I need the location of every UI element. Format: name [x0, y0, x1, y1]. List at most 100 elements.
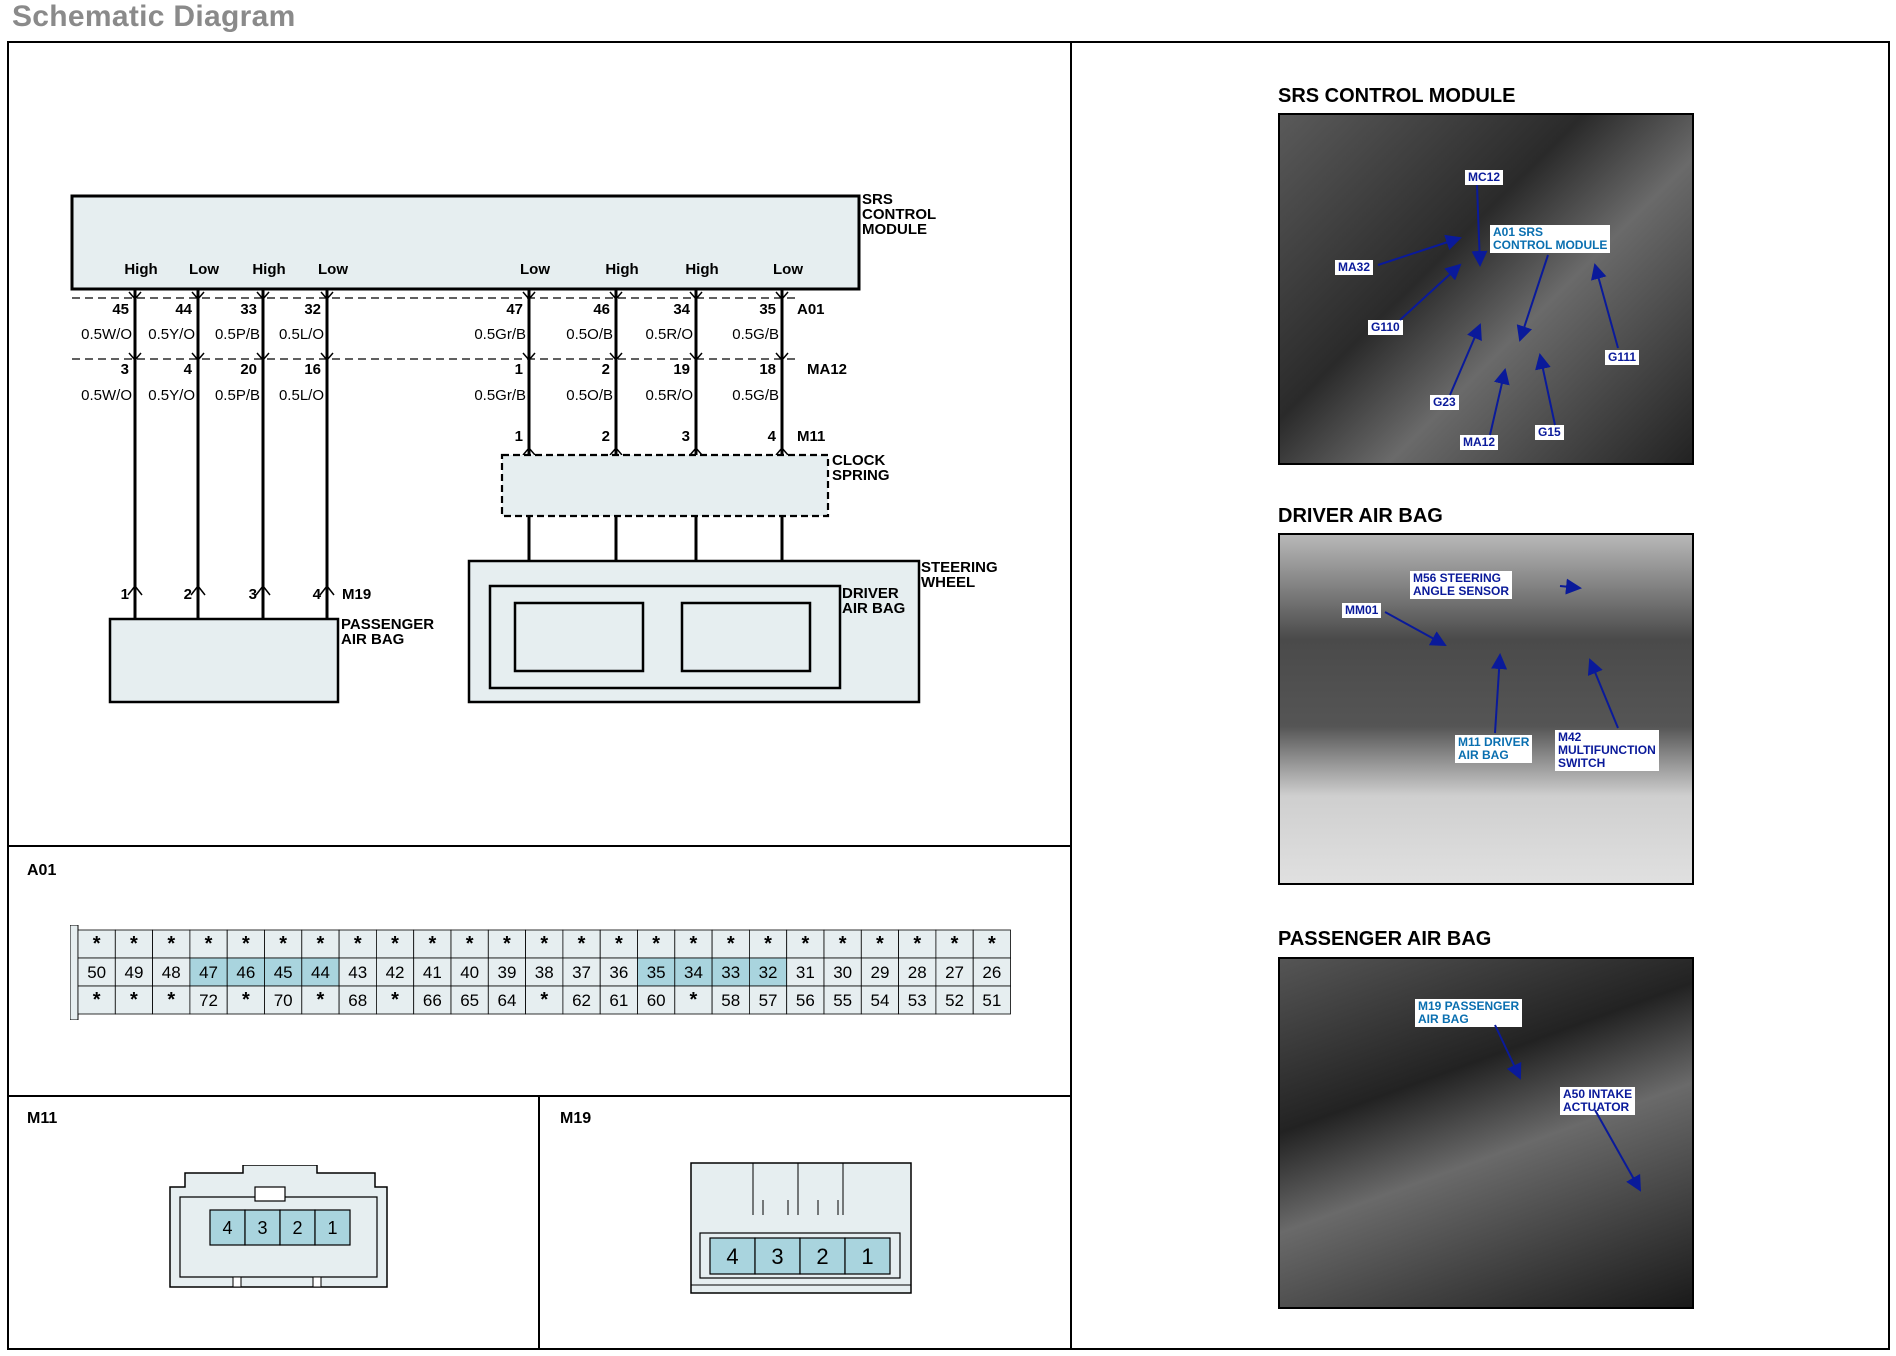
pin-chevron-3-1 — [320, 352, 334, 362]
a01-pin-label: * — [428, 933, 436, 955]
a01-pin-label: * — [540, 933, 548, 955]
a01-cell — [972, 929, 1011, 959]
page-title: Schematic Diagram — [12, 0, 296, 33]
a01-cell — [823, 985, 862, 1015]
a01-pin-label: 52 — [945, 991, 964, 1010]
a01-pin-label: 53 — [908, 991, 927, 1010]
a01-pin-label: 61 — [609, 991, 628, 1010]
m19-title: M19 — [560, 1110, 592, 1127]
pin-m11-4: 1 — [515, 428, 523, 445]
a01-cell — [114, 985, 153, 1015]
a01-pin-label: * — [242, 933, 250, 955]
m11-connector-label: M11 — [797, 428, 825, 445]
pin-a01-0: 45 — [112, 301, 129, 318]
a01-cell — [450, 929, 489, 959]
a01-pin-label: 38 — [535, 963, 554, 982]
srs-callout-g15: G15 — [1535, 425, 1564, 440]
a01-pin-label: * — [317, 989, 325, 1011]
a01-pin-label: 40 — [460, 963, 479, 982]
a01-pin-label: 31 — [796, 963, 815, 982]
a01-cell — [860, 929, 899, 959]
a01-pin-label: 48 — [162, 963, 181, 982]
a01-cell — [786, 957, 825, 987]
wire-spec2-7: 0.5G/B — [732, 387, 779, 404]
pin-ma12-5: 2 — [602, 361, 610, 378]
pin-ma12-0: 3 — [121, 361, 129, 378]
driver-squib-2 — [680, 601, 812, 673]
a01-pin-label: 30 — [833, 963, 852, 982]
a01-pin-label: 28 — [908, 963, 927, 982]
a01-pin-label: 55 — [833, 991, 852, 1010]
a01-pin-label: * — [391, 989, 399, 1011]
pin-level-0: High — [124, 261, 157, 278]
a01-pin-label: * — [93, 989, 101, 1011]
m11-pin — [314, 1209, 351, 1246]
passenger-callout-a50: A50 INTAKE ACTUATOR — [1560, 1087, 1636, 1115]
a01-cell — [338, 929, 377, 959]
a01-pin-label: 43 — [348, 963, 367, 982]
driver-photo: M56 STEERING ANGLE SENSOR MM01 M11 DRIVE… — [1278, 533, 1694, 885]
pin-chevron-5-1 — [609, 352, 623, 362]
m19-pin-label: 3 — [771, 1244, 783, 1269]
a01-pin-label: 32 — [759, 963, 778, 982]
m19-pin — [754, 1237, 801, 1275]
a01-cell — [860, 985, 899, 1015]
srs-callout-a01: A01 SRS CONTROL MODULE — [1490, 225, 1611, 253]
wire-spec2-3: 0.5L/O — [279, 387, 324, 404]
m11-chevron-7 — [775, 446, 789, 456]
a01-pin-label: * — [540, 989, 548, 1011]
a01-pin-label: 57 — [759, 991, 778, 1010]
driver-photo-title: DRIVER AIR BAG — [1278, 505, 1443, 527]
srs-callout-ma12: MA12 — [1460, 435, 1499, 450]
srs-callout-g23: G23 — [1430, 395, 1459, 410]
a01-cell — [599, 929, 638, 959]
pin-level-1: Low — [189, 261, 219, 278]
a01-cell — [226, 929, 265, 959]
a01-cell — [264, 929, 303, 959]
pin-a01-4: 47 — [506, 301, 523, 318]
srs-callout-g111: G111 — [1605, 350, 1640, 365]
pin-chevron-7-0 — [775, 291, 789, 301]
m19-chevron-3 — [319, 584, 335, 596]
srs-callout-ma32: MA32 — [1335, 260, 1374, 275]
a01-pin-label: 70 — [274, 991, 293, 1010]
pin-m19-1: 2 — [184, 586, 192, 603]
m11-pin-label: 1 — [327, 1218, 337, 1238]
pin-chevron-2-0 — [256, 291, 270, 301]
wire-spec-7: 0.5G/B — [732, 326, 779, 343]
a01-cell — [114, 929, 153, 959]
a01-cell — [935, 957, 974, 987]
pin-chevron-6-0 — [689, 291, 703, 301]
a01-cell — [189, 929, 228, 959]
a01-pin-label: * — [913, 933, 921, 955]
pin-level-7: Low — [773, 261, 803, 278]
a01-pin-label: 42 — [386, 963, 405, 982]
m19-pin-label: 2 — [816, 1244, 828, 1269]
a01-cell — [525, 985, 564, 1015]
a01-pin-label: 46 — [236, 963, 255, 982]
pin-level-6: High — [685, 261, 718, 278]
a01-pin-label: 35 — [647, 963, 666, 982]
a01-pin-label: * — [93, 933, 101, 955]
a01-pin-label: * — [167, 933, 175, 955]
a01-cell — [450, 985, 489, 1015]
a01-pin-label: 68 — [348, 991, 367, 1010]
clock-spring-box — [500, 453, 830, 518]
a01-cell — [338, 985, 377, 1015]
m11-pin-label: 4 — [222, 1218, 232, 1238]
m19-chevron-2 — [255, 584, 271, 596]
a01-pin-label: 49 — [124, 963, 143, 982]
a01-pin-label: 29 — [870, 963, 889, 982]
schematic-divider — [1070, 41, 1072, 1350]
a01-cell — [301, 929, 340, 959]
a01-pin-label: * — [391, 933, 399, 955]
a01-cell — [935, 985, 974, 1015]
a01-pin-label: * — [503, 933, 511, 955]
pin-m11-5: 2 — [602, 428, 610, 445]
pin-a01-6: 34 — [673, 301, 690, 318]
